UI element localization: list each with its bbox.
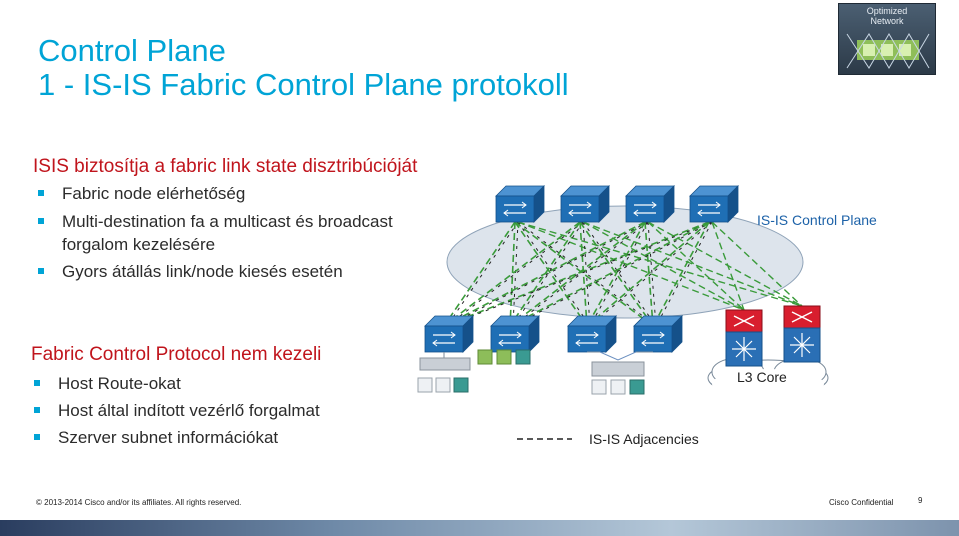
spine-switch-icon bbox=[689, 185, 739, 223]
fabric-link bbox=[579, 221, 654, 327]
fabric-link bbox=[711, 221, 803, 307]
fabric-link bbox=[652, 221, 710, 327]
list-item: Gyors átállás link/node kiesés esetén bbox=[36, 260, 456, 283]
server-group-right bbox=[591, 351, 645, 395]
isis-adjacency-link bbox=[446, 221, 519, 327]
server-group-middle bbox=[477, 349, 531, 365]
fabric-ellipse bbox=[446, 205, 804, 319]
list-item: Szerver subnet információkat bbox=[32, 426, 392, 449]
spine-switch-icon bbox=[560, 185, 610, 223]
fabric-link bbox=[443, 221, 581, 327]
isis-adjacency-link bbox=[589, 221, 713, 327]
fabric-link bbox=[443, 221, 516, 327]
fabric-link bbox=[644, 221, 654, 327]
isis-adjacency-link bbox=[655, 221, 713, 327]
network-mesh-icon bbox=[846, 33, 930, 69]
confidential-text: Cisco Confidential bbox=[829, 498, 894, 507]
fabric-link bbox=[443, 221, 710, 327]
bullet-square-icon bbox=[38, 218, 44, 224]
fabric-link bbox=[509, 221, 710, 327]
footer-bar bbox=[0, 520, 959, 536]
fabric-link bbox=[509, 221, 646, 327]
spine-switches bbox=[495, 185, 739, 223]
isis-adjacency-link bbox=[582, 221, 591, 327]
slide-title: Control Plane 1 - IS-IS Fabric Control P… bbox=[38, 34, 569, 102]
fabric-links bbox=[443, 221, 803, 327]
page-number: 9 bbox=[918, 496, 923, 505]
optimized-network-badge: Optimized Network bbox=[838, 3, 936, 75]
isis-adjacency-link bbox=[647, 221, 657, 327]
fabric-link bbox=[517, 221, 745, 311]
section1-heading: ISIS biztosítja a fabric link state disz… bbox=[33, 156, 418, 177]
fabric-link bbox=[509, 221, 581, 327]
list-item: Host Route-okat bbox=[32, 372, 392, 395]
fabric-link bbox=[443, 221, 646, 327]
isis-adjacency-link bbox=[517, 221, 657, 327]
leaf-switch-icon bbox=[633, 315, 683, 353]
fabric-link bbox=[647, 221, 803, 307]
fabric-link bbox=[586, 221, 710, 327]
fabric-link bbox=[582, 221, 803, 307]
section2-heading: Fabric Control Protocol nem kezeli bbox=[31, 344, 322, 365]
legend-label: IS-IS Adjacencies bbox=[589, 431, 699, 447]
isis-adjacency-link bbox=[512, 221, 584, 327]
bullet-square-icon bbox=[38, 190, 44, 196]
isis-adjacency-link bbox=[582, 221, 657, 327]
isis-adjacency-link bbox=[512, 221, 713, 327]
leaf-switch-icon bbox=[567, 315, 617, 353]
badge-text: Optimized Network bbox=[866, 6, 908, 26]
fabric-link bbox=[586, 221, 646, 327]
section2-list: Host Route-okat Host által indított vezé… bbox=[32, 372, 392, 453]
list-item: Host által indított vezérlő forgalmat bbox=[32, 399, 392, 422]
bullet-square-icon bbox=[38, 268, 44, 274]
fabric-link bbox=[517, 221, 803, 307]
l3-core-label: L3 Core bbox=[737, 369, 787, 385]
l3-core-cloud bbox=[707, 357, 829, 399]
server-groups bbox=[417, 349, 645, 395]
fabric-link bbox=[514, 221, 588, 327]
section1-list: Fabric node elérhetőség Multi-destinatio… bbox=[36, 182, 456, 288]
spine-switch-icon bbox=[495, 185, 545, 223]
core-router-left bbox=[725, 309, 763, 367]
leaf-switch-icon bbox=[424, 315, 474, 353]
fabric-link bbox=[509, 221, 516, 327]
bullet-square-icon bbox=[34, 407, 40, 413]
server-group-left bbox=[417, 357, 471, 393]
spine-switch-icon bbox=[625, 185, 675, 223]
isis-control-plane-label: IS-IS Control Plane bbox=[757, 212, 877, 228]
isis-adjacency-link bbox=[512, 221, 519, 327]
leaf-switches bbox=[424, 315, 683, 358]
fabric-link bbox=[579, 221, 588, 327]
isis-adjacency-link bbox=[446, 221, 649, 327]
bullet-square-icon bbox=[34, 380, 40, 386]
list-item: Multi-destination fa a multicast és broa… bbox=[36, 210, 442, 256]
leaf-switch-icon bbox=[490, 315, 540, 353]
fabric-link bbox=[582, 221, 745, 311]
title-line-1: Control Plane bbox=[38, 33, 226, 68]
title-line-2: 1 - IS-IS Fabric Control Plane protokoll bbox=[38, 67, 569, 102]
core-routers bbox=[725, 305, 821, 367]
fabric-link bbox=[514, 221, 654, 327]
list-item: Fabric node elérhetőség bbox=[36, 182, 456, 205]
core-router-right bbox=[783, 305, 821, 363]
isis-adjacency-link bbox=[517, 221, 591, 327]
bullet-square-icon bbox=[34, 434, 40, 440]
fabric-link bbox=[711, 221, 745, 311]
copyright-text: © 2013-2014 Cisco and/or its affiliates.… bbox=[36, 498, 242, 507]
